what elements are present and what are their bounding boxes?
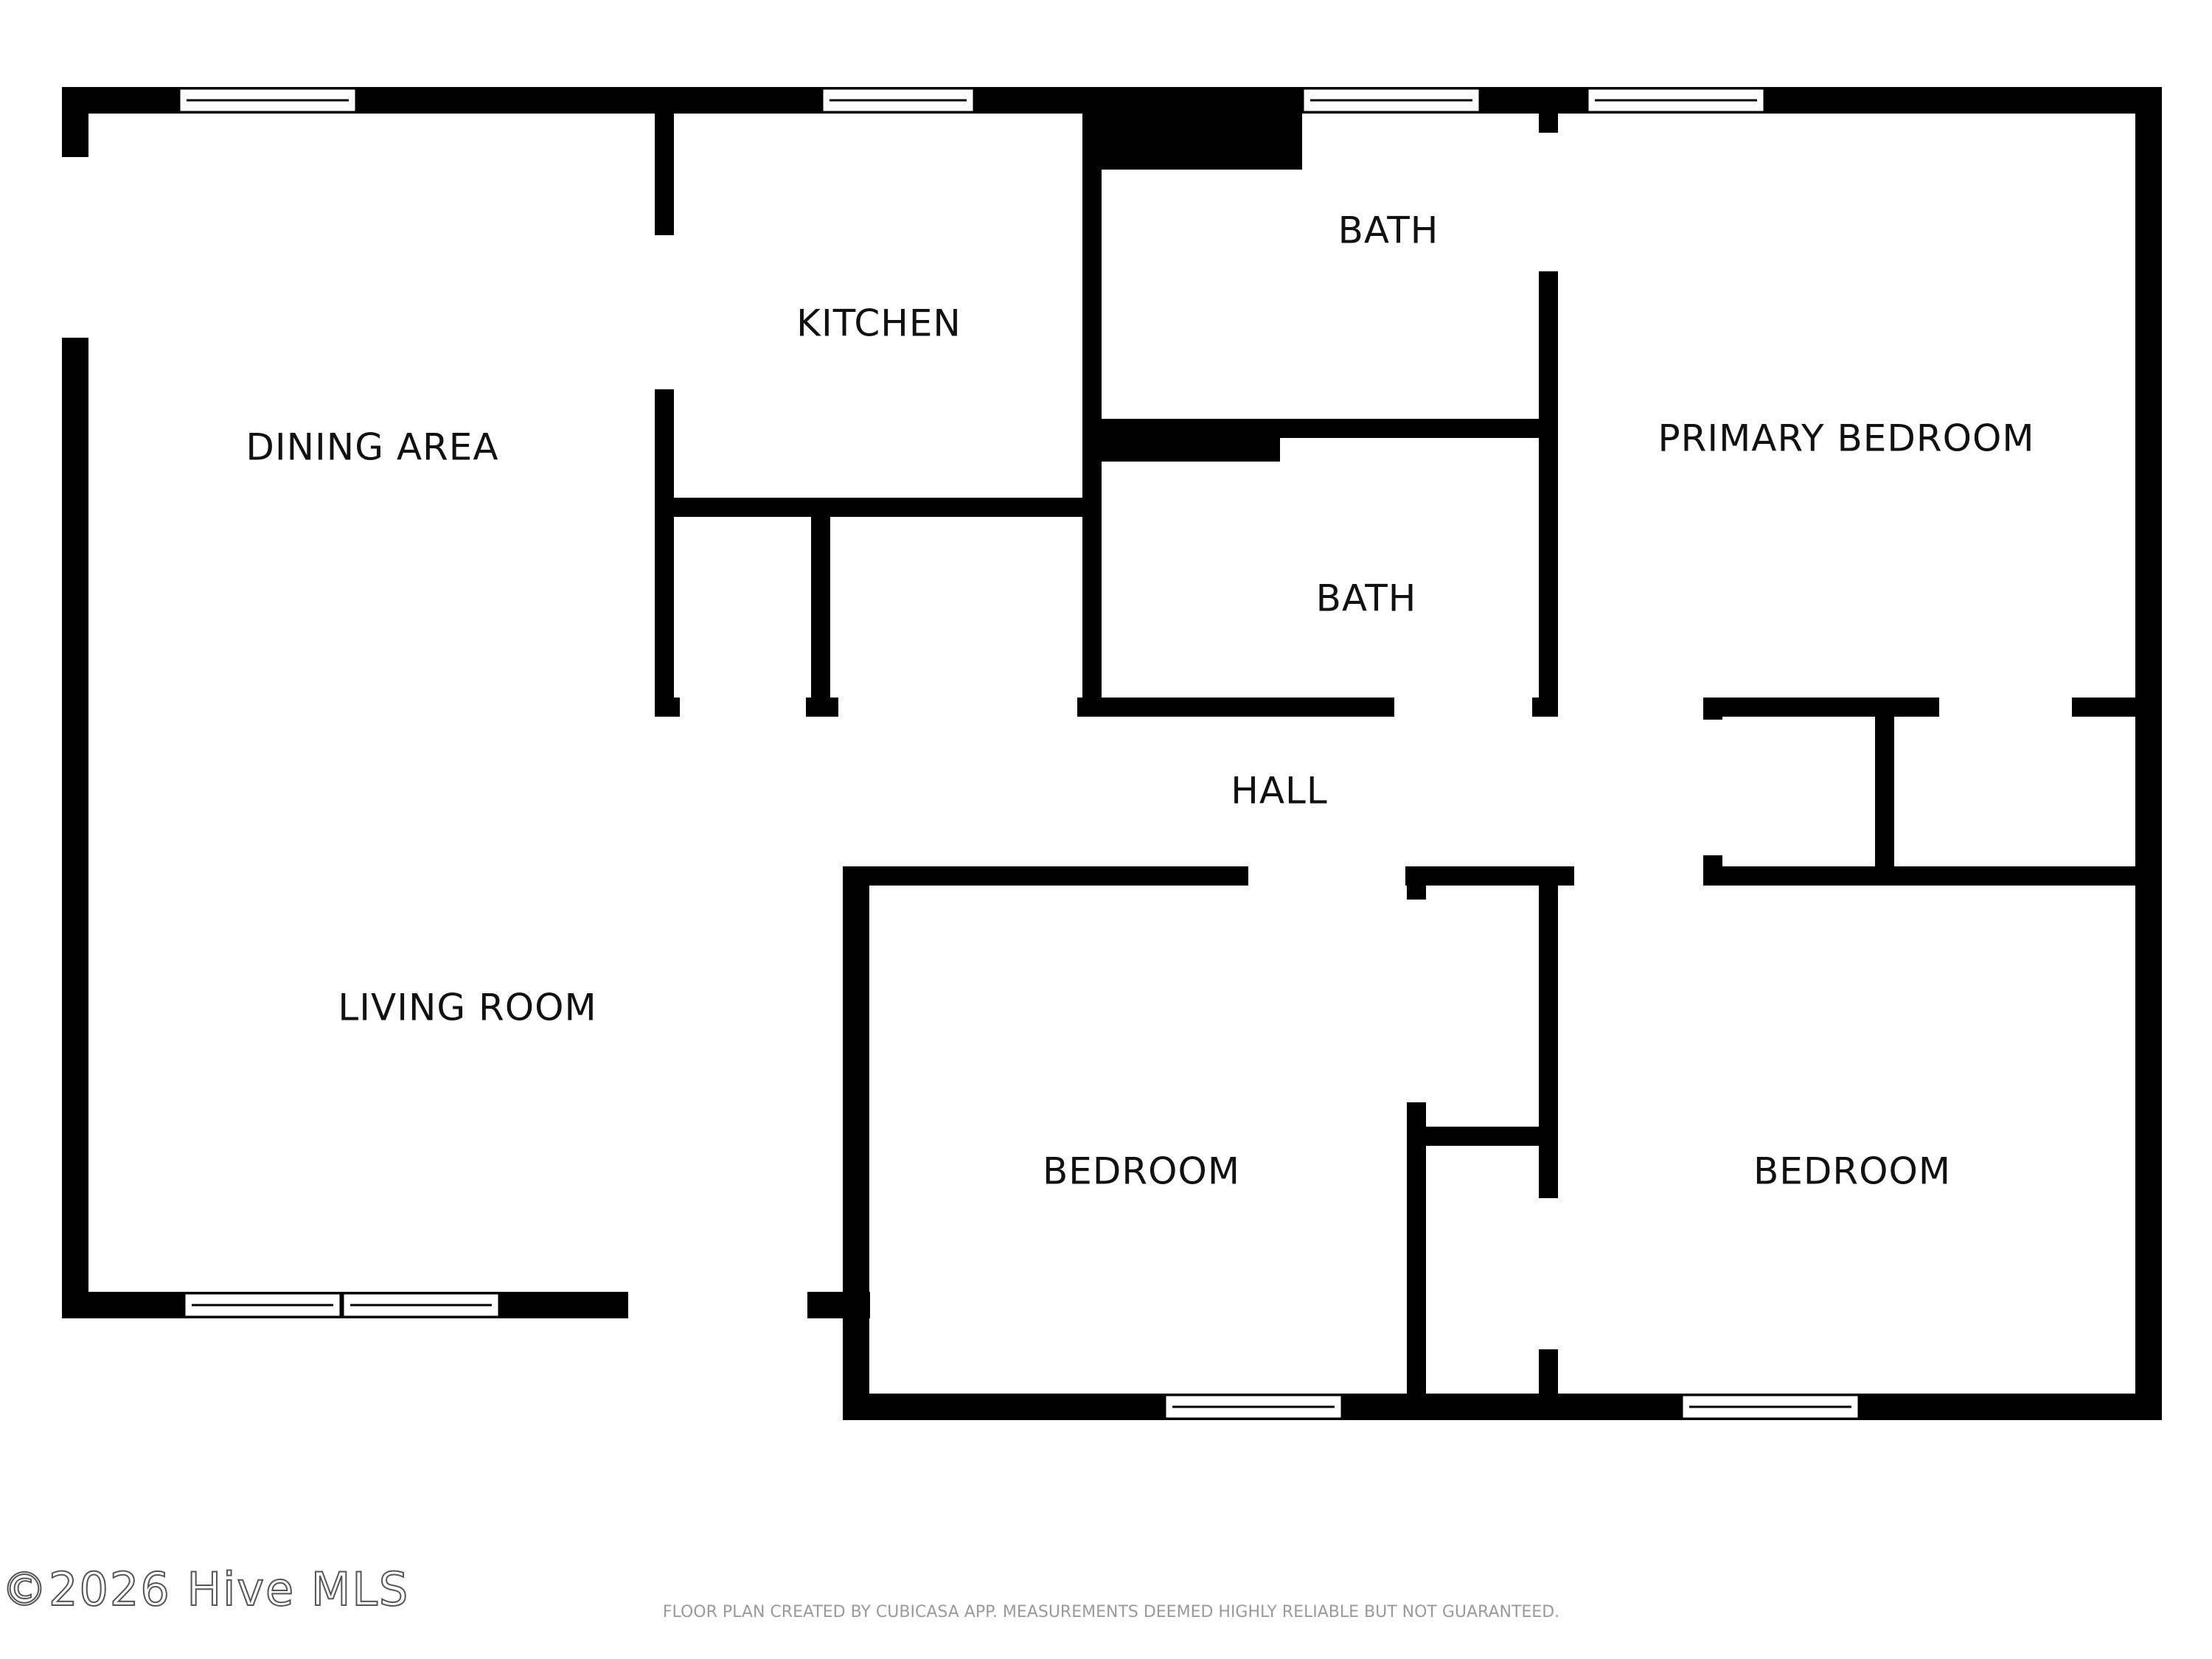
disclaimer: FLOOR PLAN CREATED BY CUBICASA APP. MEAS… xyxy=(663,1603,1559,1621)
room-label-bath-lower: BATH xyxy=(1316,577,1417,620)
window-kitchen-top xyxy=(821,87,975,114)
walls xyxy=(62,87,2162,1420)
room-label-dining-area: DINING AREA xyxy=(246,426,498,469)
window-living-bottom-1 xyxy=(183,1292,342,1318)
window-living-bottom-2 xyxy=(341,1292,501,1318)
room-label-hall: HALL xyxy=(1231,770,1328,813)
room-label-kitchen: KITCHEN xyxy=(796,302,961,345)
window-bedroom-left-bottom xyxy=(1164,1394,1343,1420)
windows xyxy=(178,87,1860,1420)
window-primary-top xyxy=(1586,87,1766,114)
room-label-bath-upper: BATH xyxy=(1338,209,1439,252)
watermark: ©2026 Hive MLS xyxy=(1,1562,409,1616)
window-bath-top xyxy=(1301,87,1481,114)
room-labels: DINING AREA KITCHEN BATH BATH PRIMARY BE… xyxy=(246,209,2034,1193)
window-dining-top xyxy=(178,87,358,114)
room-label-living-room: LIVING ROOM xyxy=(338,987,597,1029)
window-bedroom-right-bottom xyxy=(1680,1394,1860,1420)
room-label-bedroom-right: BEDROOM xyxy=(1753,1150,1951,1193)
room-label-primary-bedroom: PRIMARY BEDROOM xyxy=(1658,417,2035,460)
room-label-bedroom-left: BEDROOM xyxy=(1043,1150,1240,1193)
